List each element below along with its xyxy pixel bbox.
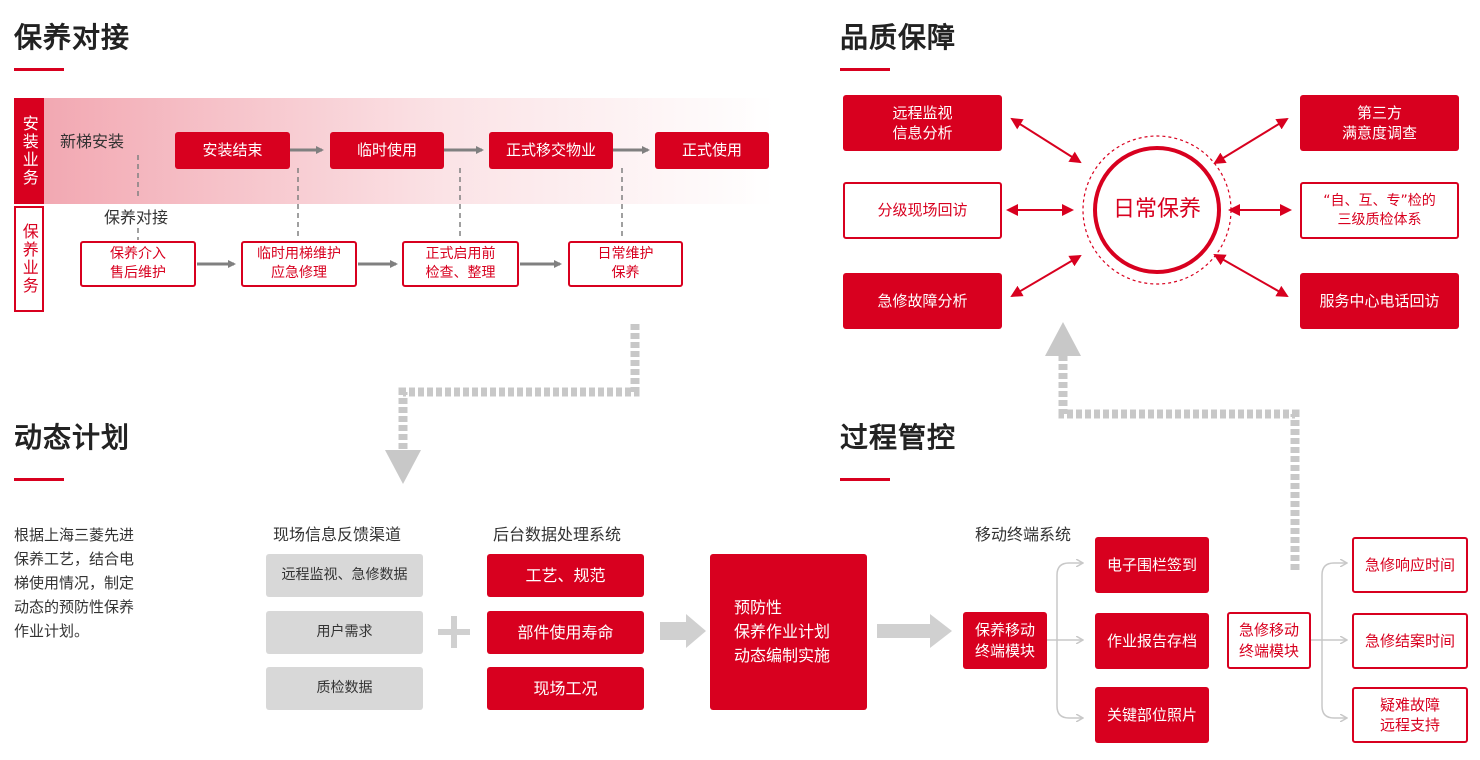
channel-quality: 质检数据 <box>266 667 423 710</box>
backend-title: 后台数据处理系统 <box>493 525 622 544</box>
flow-arrow-down <box>385 324 640 484</box>
dashed-connectors <box>137 155 623 240</box>
section-title-dynamic: 动态计划 <box>14 421 131 454</box>
repair-mobile-module: 急修移动 终端模块 <box>1227 612 1311 669</box>
feature-close-time: 急修结案时间 <box>1352 613 1468 669</box>
maint-side-label: 保养业务 <box>14 206 44 312</box>
quality-item-callback: 服务中心电话回访 <box>1300 273 1459 329</box>
title-underline <box>840 478 890 481</box>
to-result-arrow <box>660 614 706 648</box>
maint-step-4: 日常维护 保养 <box>568 241 683 287</box>
install-step-1: 安装结束 <box>175 132 290 169</box>
feature-geofence: 电子围栏签到 <box>1095 537 1209 593</box>
section-title-quality: 品质保障 <box>840 21 957 54</box>
quality-arrows <box>1006 117 1292 298</box>
repair-module-branches <box>1310 563 1346 718</box>
section-title-process: 过程管控 <box>840 421 957 454</box>
maint-step-3: 正式启用前 检查、整理 <box>402 241 519 287</box>
title-underline <box>840 68 890 71</box>
backend-lifespan: 部件使用寿命 <box>487 611 644 654</box>
title-underline <box>14 68 64 71</box>
backend-process: 工艺、规范 <box>487 554 644 597</box>
channel-remote: 远程监视、急修数据 <box>266 554 423 597</box>
maint-step-2: 临时用梯维护 应急修理 <box>241 241 357 287</box>
quality-item-survey: 第三方 满意度调查 <box>1300 95 1459 151</box>
title-underline <box>14 478 64 481</box>
mobile-title: 移动终端系统 <box>975 525 1072 544</box>
install-step-2: 临时使用 <box>330 132 444 169</box>
channel-user: 用户需求 <box>266 611 423 654</box>
feature-response-time: 急修响应时间 <box>1352 537 1468 593</box>
backend-condition: 现场工况 <box>487 667 644 710</box>
channels-title: 现场信息反馈渠道 <box>273 525 402 544</box>
plus-icon <box>438 616 470 648</box>
maint-mobile-module: 保养移动 终端模块 <box>963 612 1047 669</box>
maint-module-branches <box>1047 563 1082 718</box>
quality-item-inspection: “自、互、专”检的 三级质检体系 <box>1300 182 1459 239</box>
install-step-4: 正式使用 <box>655 132 769 169</box>
quality-item-remote: 远程监视 信息分析 <box>843 95 1002 151</box>
section-title-maintenance: 保养对接 <box>14 21 131 54</box>
new-install-label: 新梯安装 <box>60 132 125 151</box>
maint-step-1: 保养介入 售后维护 <box>80 241 196 287</box>
feature-remote-support: 疑难故障 远程支持 <box>1352 687 1468 743</box>
preventive-plan: 预防性 保养作业计划 动态编制实施 <box>710 554 867 710</box>
quality-item-fault: 急修故障分析 <box>843 273 1002 329</box>
flow-arrow-up <box>1045 322 1300 570</box>
handover-label: 保养对接 <box>104 208 169 227</box>
feature-report: 作业报告存档 <box>1095 613 1209 669</box>
quality-center-label: 日常保养 <box>1112 197 1201 223</box>
quality-item-visit: 分级现场回访 <box>843 182 1002 239</box>
feature-photo: 关键部位照片 <box>1095 687 1209 743</box>
to-mobile-arrow <box>877 614 952 648</box>
dynamic-description: 根据上海三菱先进 保养工艺，结合电 梯使用情况，制定 动态的预防性保养 作业计划… <box>14 526 135 640</box>
install-step-3: 正式移交物业 <box>489 132 613 169</box>
install-side-label: 安装业务 <box>14 98 44 204</box>
